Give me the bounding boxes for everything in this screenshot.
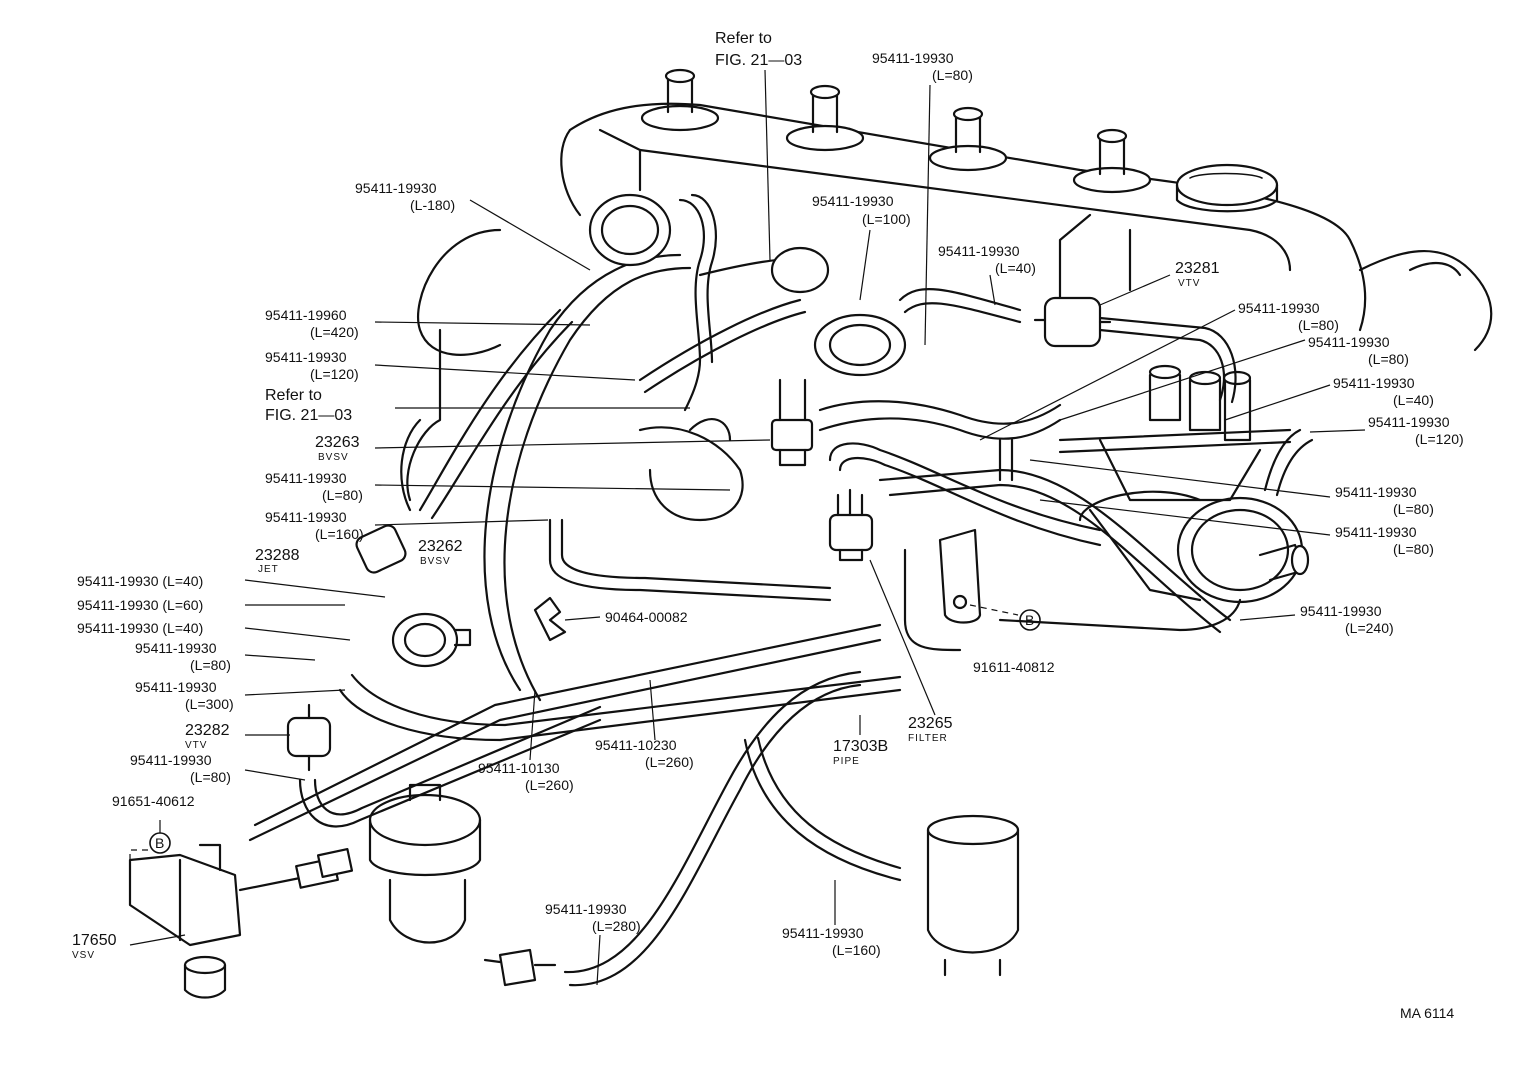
component-name: JET <box>258 564 279 575</box>
hose-label-part: 95411-19930 <box>1300 603 1382 619</box>
part-label: 91651-40612 <box>112 793 195 809</box>
hose-label-len: (L=120) <box>1415 431 1464 447</box>
hose-label-len: (L=80) <box>1298 317 1339 333</box>
marker-b-right-label: B <box>1025 612 1034 628</box>
marker-b-right <box>1019 609 1041 631</box>
component-name: BVSV <box>420 556 451 567</box>
hose-label-inline: 95411-19930 (L=40) <box>77 620 203 636</box>
hose-label-part: 95411-19930 <box>872 50 954 66</box>
hose-label-part: 95411-19930 <box>265 470 347 486</box>
labels: Refer to FIG. 21—03 Refer to FIG. 21—03 … <box>72 30 1464 1021</box>
hose-label-part: 95411-19930 <box>130 752 212 768</box>
hose-label-part: 95411-10130 <box>478 760 560 776</box>
hose-label-part: 95411-19930 <box>1333 375 1415 391</box>
hose-label-len: (L=240) <box>1345 620 1394 636</box>
hose-label-part: 95411-19930 <box>355 180 437 196</box>
hose-label-part: 95411-19930 <box>545 901 627 917</box>
hose-label-len: (L=80) <box>1368 351 1409 367</box>
hose-label-part: 95411-19930 <box>1335 524 1417 540</box>
component-part: 23288 <box>255 547 300 564</box>
hose-label-len: (L=280) <box>592 918 641 934</box>
hose-label-len: (L=160) <box>315 526 364 542</box>
hose-label-len: (L=300) <box>185 696 234 712</box>
hose-label-len: (L=80) <box>190 657 231 673</box>
hose-label-len: (L=80) <box>322 487 363 503</box>
hoses-drawing <box>129 193 1314 987</box>
part-label: 91611-40812 <box>973 659 1055 675</box>
hose-label-len: (L=260) <box>645 754 694 770</box>
hose-label-len: (L=420) <box>310 324 359 340</box>
component-part: 17650 <box>72 932 117 949</box>
component-name: BVSV <box>318 452 349 463</box>
part-label: 90464-00082 <box>605 609 688 625</box>
leader-lines <box>129 69 1366 986</box>
component-name: VSV <box>72 950 95 961</box>
marker-b-left-label: B <box>155 835 164 851</box>
hose-label-part: 95411-19930 <box>265 509 347 525</box>
ref-left-line2: FIG. 21—03 <box>265 407 352 424</box>
ref-top-line1: Refer to <box>715 30 772 47</box>
component-part: 23263 <box>315 434 360 451</box>
hose-label-len: (L=260) <box>525 777 574 793</box>
component-part: 23281 <box>1175 260 1220 277</box>
hose-label-len: (L=80) <box>1393 501 1434 517</box>
component-part: 23262 <box>418 538 463 555</box>
hose-label-len: (L=100) <box>862 211 911 227</box>
hose-label-part: 95411-19930 <box>1335 484 1417 500</box>
component-name: VTV <box>185 740 207 751</box>
hose-label-len: (L=160) <box>832 942 881 958</box>
hose-label-len: (L-180) <box>410 197 455 213</box>
ref-top-line2: FIG. 21—03 <box>715 52 802 69</box>
component-name: FILTER <box>908 733 948 744</box>
hose-label-inline: 95411-19930 (L=40) <box>77 573 203 589</box>
hose-label-part: 95411-19930 <box>812 193 894 209</box>
hose-label-len: (L=40) <box>995 260 1036 276</box>
component-part: 23265 <box>908 715 953 732</box>
hose-label-part: 95411-19930 <box>1308 334 1390 350</box>
component-part: 23282 <box>185 722 230 739</box>
component-name: VTV <box>1178 278 1200 289</box>
hose-label-part: 95411-19930 <box>1368 414 1450 430</box>
engine-drawing <box>128 68 1493 999</box>
hose-label-part: 95411-19930 <box>1238 300 1320 316</box>
hose-label-part: 95411-10230 <box>595 737 677 753</box>
hose-label-part: 95411-19930 <box>265 349 347 365</box>
component-part: 17303B <box>833 738 888 755</box>
hose-label-part: 95411-19930 <box>135 640 217 656</box>
hose-label-part: 95411-19960 <box>265 307 347 323</box>
hose-label-len: (L=40) <box>1393 392 1434 408</box>
hose-label-inline: 95411-19930 (L=60) <box>77 597 203 613</box>
hose-label-len: (L=80) <box>190 769 231 785</box>
drawing-code: MA 6114 <box>1400 1005 1454 1021</box>
hose-label-len: (L=80) <box>932 67 973 83</box>
hose-label-len: (L=120) <box>310 366 359 382</box>
hose-label-part: 95411-19930 <box>782 925 864 941</box>
component-name: PIPE <box>833 756 860 767</box>
ref-left-line1: Refer to <box>265 387 322 404</box>
hose-label-len: (L=80) <box>1393 541 1434 557</box>
hose-label-part: 95411-19930 <box>135 679 217 695</box>
hose-label-part: 95411-19930 <box>938 243 1020 259</box>
